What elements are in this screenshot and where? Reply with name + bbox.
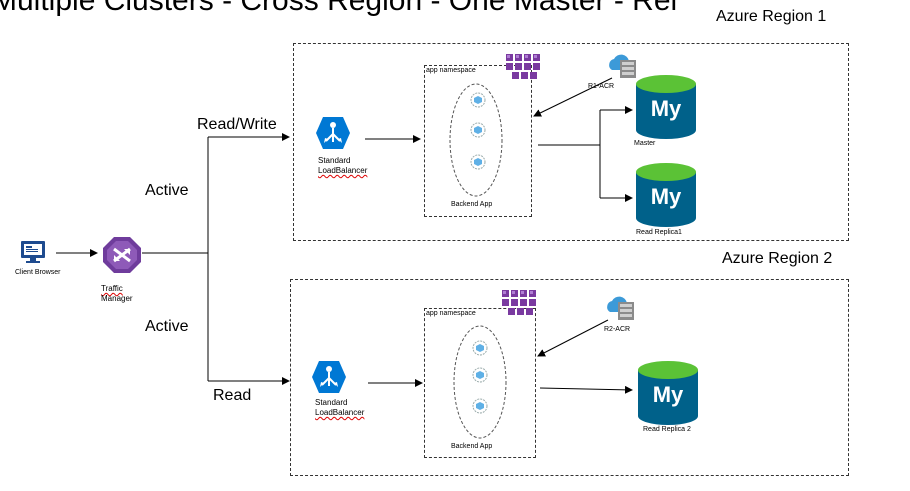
active-label-2: Active xyxy=(145,318,189,335)
region-2-box xyxy=(290,279,849,476)
mysql-logo-text-3: My xyxy=(653,382,684,407)
region-2-label: Azure Region 2 xyxy=(722,250,833,267)
load-balancer-label-1-line1: Standard xyxy=(318,156,351,165)
active-label-1: Active xyxy=(145,182,189,199)
db-master-label: Master xyxy=(634,140,656,147)
pod-icon xyxy=(472,340,488,414)
container-registry-icon-2 xyxy=(607,296,634,320)
acr-label-1: R1-ACR xyxy=(588,83,615,90)
container-registry-icon-1 xyxy=(609,54,636,78)
client-browser-label: Client Browser xyxy=(15,269,61,276)
traffic-manager-label-line2: Manager xyxy=(101,294,133,303)
traffic-manager-label: Traffic Manager xyxy=(101,284,133,304)
load-balancer-icon-2 xyxy=(312,361,346,393)
db-replica-2-label: Read Replica 2 xyxy=(643,426,691,433)
namespace-box-2 xyxy=(424,308,536,458)
load-balancer-label-2-line1: Standard xyxy=(315,398,348,407)
traffic-manager-icon xyxy=(103,237,141,273)
mysql-logo-text-2: My xyxy=(651,184,682,209)
mysql-logo-text-1: My xyxy=(651,96,682,121)
acr-label-2: R2-ACR xyxy=(604,326,631,333)
load-balancer-label-1-line2: LoadBalancer xyxy=(318,166,368,175)
traffic-manager-label-line1: Traffic xyxy=(101,284,123,293)
namespace-label-1: app namespace xyxy=(426,67,476,74)
backend-app-label-2: Backend App xyxy=(451,443,493,450)
db-replica-1-label: Read Replica1 xyxy=(636,229,682,236)
read-write-label: Read/Write xyxy=(197,116,277,133)
mysql-master-icon: My xyxy=(636,75,696,139)
region-1-box xyxy=(293,43,849,241)
read-label: Read xyxy=(213,387,252,404)
load-balancer-icon-1 xyxy=(316,117,350,149)
mysql-replica-1-icon: My xyxy=(636,163,696,227)
load-balancer-label-1: Standard LoadBalancer xyxy=(318,156,367,176)
kubernetes-cluster-icon-1 xyxy=(506,54,540,79)
pod-group-2 xyxy=(453,325,507,439)
pod-group-1 xyxy=(449,83,503,197)
backend-app-label-1: Backend App xyxy=(451,201,493,208)
kubernetes-cluster-icon-2 xyxy=(502,290,536,315)
load-balancer-label-2: Standard LoadBalancer xyxy=(315,398,364,418)
page-title: Multiple Clusters - Cross Region - One M… xyxy=(0,0,678,17)
monitor-icon xyxy=(21,241,45,263)
region-1-label: Azure Region 1 xyxy=(716,8,827,25)
mysql-replica-2-icon: My xyxy=(638,361,698,425)
namespace-label-2: app namespace xyxy=(426,310,476,317)
namespace-box-1 xyxy=(424,65,532,217)
load-balancer-label-2-line2: LoadBalancer xyxy=(315,408,365,417)
pod-icon xyxy=(470,92,486,170)
